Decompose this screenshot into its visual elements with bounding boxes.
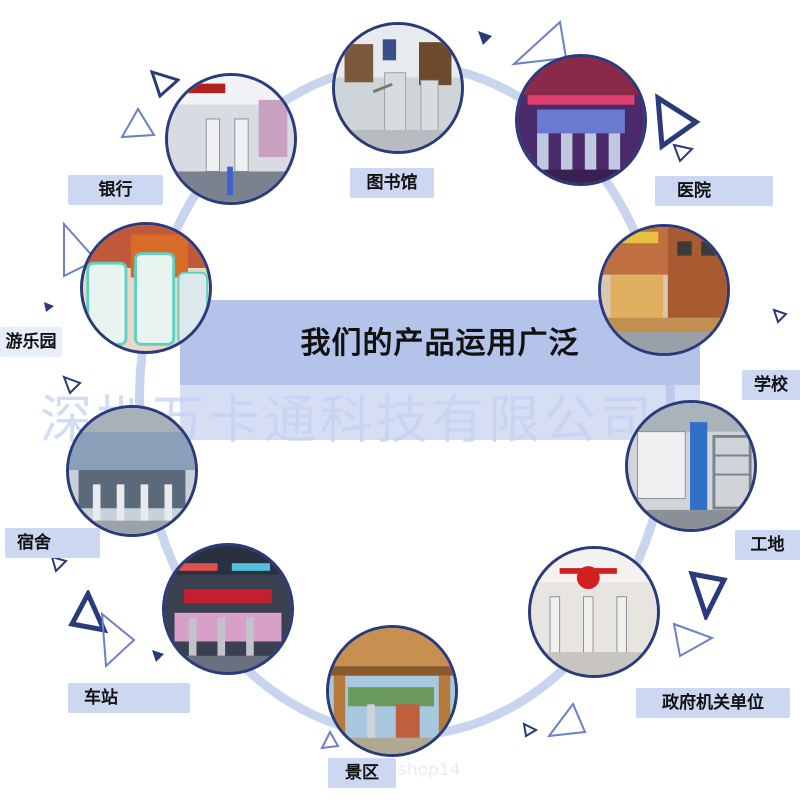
scene-label-scenic: 景区 [328, 758, 396, 788]
scene-label-government: 政府机关单位 [636, 688, 790, 718]
scene-label-dormitory: 宿舍 [5, 528, 100, 558]
triangle-icon [655, 93, 701, 151]
scene-label-library: 图书馆 [350, 168, 434, 198]
triangle-icon [50, 555, 68, 573]
scene-label-amusement: 游乐园 [0, 327, 62, 357]
scene-photo-library [332, 22, 464, 154]
scene-label-school: 学校 [742, 370, 800, 400]
scene-photo-hospital [515, 54, 647, 186]
triangle-icon [44, 302, 54, 312]
scene-label-bank: 银行 [68, 175, 163, 205]
watermark-text: shop14 [398, 760, 461, 780]
company-band [180, 385, 700, 440]
triangle-icon [772, 308, 788, 324]
scene-photo-government [528, 546, 660, 678]
triangle-icon [150, 70, 180, 98]
triangle-icon [152, 650, 164, 662]
triangle-icon [546, 702, 587, 738]
triangle-icon [478, 31, 492, 45]
triangle-icon [63, 221, 98, 278]
scene-label-hospital: 医院 [655, 176, 773, 206]
scene-photo-school [598, 224, 730, 356]
triangle-icon [120, 107, 156, 139]
banner-title: 我们的产品运用广泛 [300, 326, 580, 361]
triangle-icon [100, 611, 136, 669]
triangle-icon [68, 590, 108, 634]
triangle-icon [522, 722, 538, 738]
scene-photo-station [162, 543, 294, 675]
scene-photo-construction [625, 400, 757, 532]
triangle-icon [62, 375, 82, 395]
triangle-icon [688, 570, 728, 620]
triangle-icon [672, 143, 694, 163]
scene-label-construction: 工地 [735, 530, 800, 560]
scene-photo-scenic [326, 625, 458, 757]
scene-photo-amusement [80, 222, 212, 354]
scene-photo-bank [165, 73, 297, 205]
scene-label-station: 车站 [68, 683, 190, 713]
scene-photo-dormitory [66, 405, 198, 537]
triangle-icon [511, 20, 568, 66]
triangle-icon [320, 730, 340, 750]
triangle-icon [672, 622, 715, 658]
